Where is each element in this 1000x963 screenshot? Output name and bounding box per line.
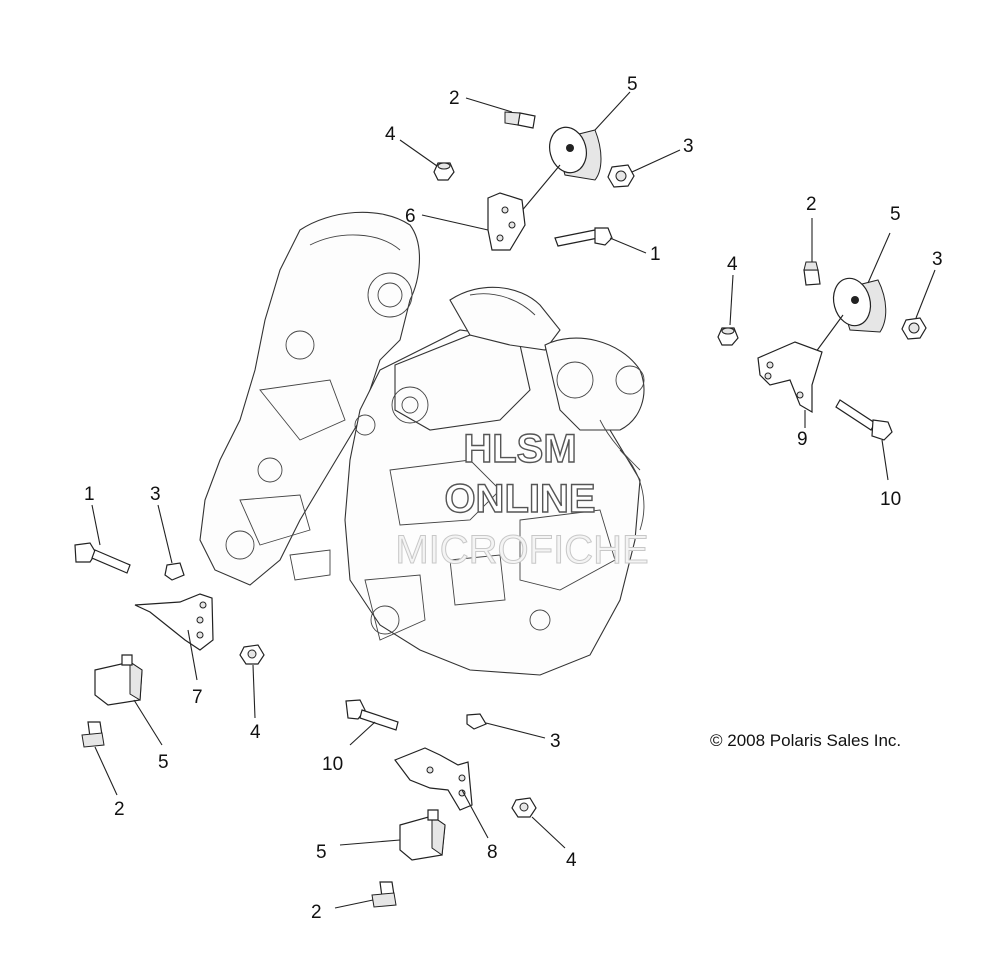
callout-bottom-nut: 4 — [566, 850, 577, 871]
bottom-nut — [511, 797, 537, 818]
callout-top-mount: 5 — [627, 74, 638, 95]
left-long-bolt — [74, 542, 131, 574]
top-rubber-mount — [549, 126, 602, 181]
watermark-line-2: ONLINE — [444, 477, 595, 521]
left-nut-bottom — [239, 644, 265, 665]
right-bracket — [757, 341, 823, 414]
bottom-short-bolt — [371, 881, 397, 908]
callout-left-mount: 5 — [158, 752, 169, 773]
callout-left-bracket: 7 — [192, 687, 203, 708]
top-short-bolt — [504, 111, 536, 129]
left-nut-top — [164, 562, 185, 581]
callout-right-long-bolt: 10 — [880, 489, 901, 510]
top-mount-group: 2 5 4 3 6 — [385, 74, 694, 265]
callout-top-bracket: 6 — [405, 206, 416, 227]
top-bracket — [487, 192, 526, 251]
watermark-line-1: HLSM — [463, 427, 576, 471]
top-nut-right — [607, 164, 635, 188]
callout-left-long-bolt: 1 — [84, 484, 95, 505]
right-nut-right — [901, 317, 927, 340]
callout-top-long-bolt: 1 — [650, 244, 661, 265]
right-rubber-mount — [832, 277, 887, 333]
callout-bottom-bracket: 8 — [487, 842, 498, 863]
callout-right-mount: 5 — [890, 204, 901, 225]
callout-bottom-mount: 5 — [316, 842, 327, 863]
right-short-bolt — [803, 261, 821, 286]
left-short-bolt — [81, 721, 105, 748]
top-nut-left — [433, 162, 455, 181]
callout-top-nut-right: 3 — [683, 136, 694, 157]
engine-assembly — [199, 211, 645, 676]
bottom-rubber-mount — [399, 809, 446, 861]
left-mount-group: 1 3 7 4 5 — [74, 484, 265, 820]
callout-left-nut-bottom: 4 — [250, 722, 261, 743]
callout-right-nut-right: 3 — [932, 249, 943, 270]
callout-right-bracket: 9 — [797, 429, 808, 450]
bottom-bracket — [394, 747, 473, 811]
callout-left-nut-top: 3 — [150, 484, 161, 505]
bottom-nut-top — [466, 713, 487, 730]
right-mount-group: 2 5 4 3 9 — [717, 194, 943, 510]
right-long-bolt — [835, 399, 893, 441]
watermark: HLSM ONLINE MICROFICHE — [395, 426, 649, 572]
callout-bottom-bolt: 2 — [311, 902, 322, 923]
copyright-notice: © 2008 Polaris Sales Inc. — [710, 731, 901, 750]
right-nut-left — [717, 327, 739, 346]
callout-right-nut-left: 4 — [727, 254, 738, 275]
callout-right-bolt: 2 — [806, 194, 817, 215]
callout-bottom-long-bolt: 10 — [322, 754, 343, 775]
callout-top-bolt: 2 — [449, 88, 460, 109]
callout-top-nut-left: 4 — [385, 124, 396, 145]
callout-bottom-nut-top: 3 — [550, 731, 561, 752]
bottom-long-bolt — [345, 699, 399, 731]
left-rubber-mount — [94, 654, 143, 706]
left-bracket — [134, 593, 214, 651]
top-long-bolt — [554, 227, 613, 247]
watermark-line-3: MICROFICHE — [395, 528, 648, 572]
callout-left-bolt: 2 — [114, 799, 125, 820]
bottom-mount-group: 10 3 8 4 5 — [311, 699, 577, 923]
